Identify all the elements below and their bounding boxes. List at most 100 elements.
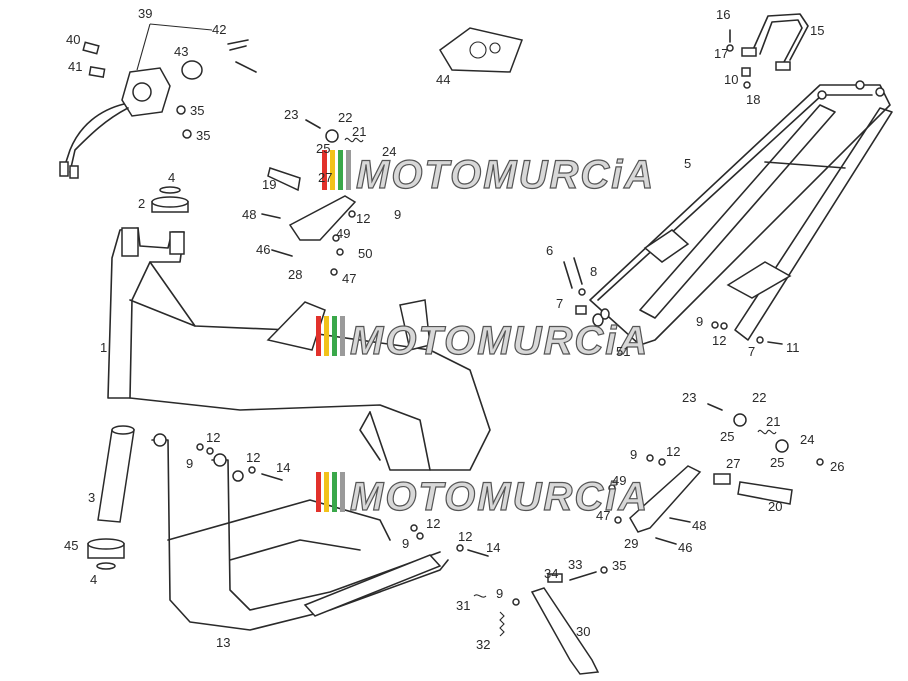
main-frame-1 <box>107 227 491 471</box>
wm-stripe-red-top <box>322 150 327 190</box>
callout-14-a: 14 <box>276 460 290 475</box>
callout-12-a: 12 <box>356 211 370 226</box>
subframe-mount-a <box>817 90 827 100</box>
ignition-lock-cylinder <box>132 82 152 102</box>
side-stand-group <box>473 566 608 675</box>
pivot-22-right <box>733 413 747 427</box>
watermark-text-top: MOTOMURCiA <box>356 153 655 197</box>
callout-5: 5 <box>684 156 691 171</box>
callout-11: 11 <box>786 340 800 355</box>
frame-gusset-left <box>266 301 326 351</box>
subframe-hardware-left <box>563 257 610 327</box>
callout-7-b: 7 <box>748 344 755 359</box>
leader-39-a <box>136 23 151 71</box>
grab-handle-group <box>726 13 809 89</box>
cradle-mount-a <box>153 433 167 447</box>
washer-7-right <box>756 336 764 344</box>
wm-stripe-green-top <box>338 150 343 190</box>
nut-35-c <box>600 566 608 574</box>
callout-34: 34 <box>544 566 558 581</box>
callout-4-b: 4 <box>90 572 97 587</box>
footpeg-20 <box>737 481 793 505</box>
nut-9-b <box>410 524 418 532</box>
pivot-22-left <box>325 129 339 143</box>
callout-9-b: 9 <box>696 314 703 329</box>
bolt-6-a <box>563 261 573 289</box>
callout-35-a: 35 <box>190 103 204 118</box>
callout-9-f: 9 <box>496 586 503 601</box>
key-42-a <box>227 39 249 51</box>
callout-26: 26 <box>830 459 844 474</box>
leader-39-b <box>149 23 213 31</box>
callout-48-b: 48 <box>692 518 706 533</box>
grommet-51-b <box>600 308 610 320</box>
nut-18 <box>743 81 751 89</box>
gasket-kit-bag <box>439 27 524 73</box>
nut-47-right <box>614 516 622 524</box>
callout-25-a: 25 <box>316 141 330 156</box>
frame-plate-front <box>121 227 139 257</box>
callout-32: 32 <box>476 637 490 652</box>
callout-35-b: 35 <box>196 128 210 143</box>
bolt-14-b <box>467 549 489 557</box>
cradle-outer-rail <box>151 439 449 631</box>
bush-34 <box>547 573 563 583</box>
bracket-7 <box>575 305 587 315</box>
callout-17: 17 <box>714 46 728 61</box>
bolt-48-right <box>669 517 691 523</box>
callout-23-b: 23 <box>682 390 696 405</box>
callout-45: 45 <box>64 538 78 553</box>
callout-12-f: 12 <box>426 516 440 531</box>
subframe-plate-a <box>643 229 690 263</box>
nut-47-left <box>330 268 338 276</box>
callout-29: 29 <box>624 536 638 551</box>
frame-main-spar <box>129 299 491 471</box>
callout-40: 40 <box>66 32 80 47</box>
callout-16: 16 <box>716 7 730 22</box>
nut-9-right <box>711 321 719 329</box>
washer-12-right <box>720 322 728 330</box>
cradle-frame-13 <box>151 433 449 631</box>
watermark-top: MOTOMURCiA <box>322 150 655 198</box>
spring-21-left <box>344 137 364 143</box>
gasket-ring <box>469 41 487 59</box>
washer-4-top <box>159 186 181 194</box>
subframe-mid-rail <box>639 104 836 319</box>
frame-engine-mount <box>369 411 431 471</box>
frame-plate-rear <box>169 231 185 255</box>
footrest-left-group <box>261 119 364 276</box>
spring-31 <box>473 594 487 598</box>
washer-12-right-b <box>658 458 666 466</box>
bush-2-top <box>151 196 189 208</box>
tube-3-group <box>87 425 135 570</box>
callout-49-b: 49 <box>612 473 626 488</box>
bolt-41 <box>88 65 106 79</box>
ignition-switch-group <box>59 23 257 179</box>
callout-46-a: 46 <box>256 242 270 257</box>
wm-stripe-yellow-mid <box>324 316 329 356</box>
bolt-11 <box>767 341 783 345</box>
bolt-23-left <box>305 119 321 129</box>
pin-27-right <box>713 473 731 485</box>
callout-27-b: 27 <box>726 456 740 471</box>
handle-foot-b <box>775 61 791 71</box>
callout-15: 15 <box>810 23 824 38</box>
callout-35-c: 35 <box>612 558 626 573</box>
callout-28: 28 <box>288 267 302 282</box>
callout-12-e: 12 <box>666 444 680 459</box>
washer-12-d <box>456 544 464 552</box>
washer-4-bottom <box>96 562 116 570</box>
callout-49-a: 49 <box>336 226 350 241</box>
cradle-cross-b <box>229 539 361 561</box>
grab-handle-15-inner <box>759 19 803 63</box>
wm-stripe-grey-top <box>346 150 351 190</box>
washer-12-c <box>416 532 424 540</box>
callout-43: 43 <box>174 44 188 59</box>
subframe-hardware-right <box>711 321 783 345</box>
bolt-46-left <box>271 249 293 257</box>
wm-stripe-yellow-bot <box>324 472 329 512</box>
callout-25-b: 25 <box>720 429 734 444</box>
rear-subframe-5 <box>589 80 893 346</box>
